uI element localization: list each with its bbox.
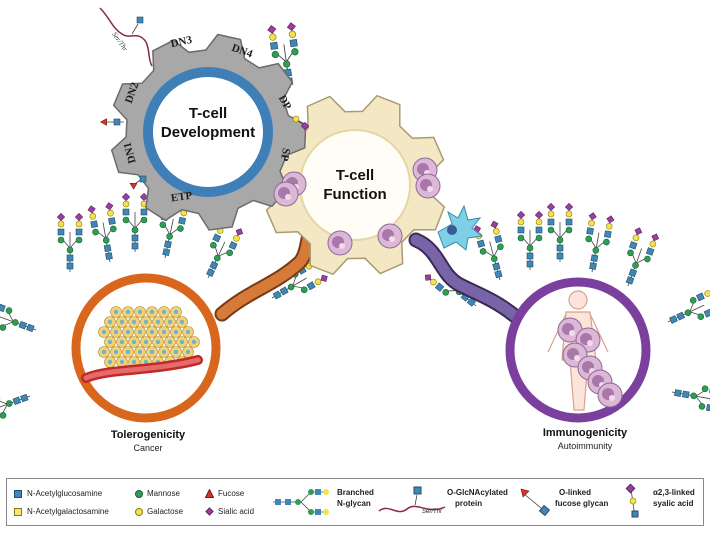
- stage-etp: ETP: [170, 190, 193, 205]
- legend-mannose: Mannose: [147, 489, 180, 498]
- cancer-cell-nucleus: [101, 329, 107, 335]
- cancer-cell-nucleus: [149, 309, 155, 315]
- cancer-cell-nucleus: [161, 329, 167, 335]
- cancer-cell-nucleus: [137, 349, 143, 355]
- cancer-cell-nucleus: [125, 349, 131, 355]
- cancer-cell-nucleus: [119, 359, 125, 365]
- cancer-cell-nucleus: [185, 349, 191, 355]
- mannose-icon: [135, 490, 143, 498]
- galactose-icon: [135, 508, 143, 516]
- cancer-cell-nucleus: [143, 359, 149, 365]
- legend-glcnac: N-Acetylglucosamine: [27, 489, 103, 498]
- cancer-cell-nucleus: [137, 329, 143, 335]
- cancer-cell-nucleus: [113, 329, 119, 335]
- cancer-cell-nucleus: [155, 319, 161, 325]
- legend-a23-line1: α2,3-linked: [653, 488, 695, 497]
- gear-side-glycans: [100, 115, 309, 190]
- cancer-cell-nucleus: [137, 309, 143, 315]
- development-gear-text: T-cell Development DN3 DN4 DN2 DP DN1 SP…: [122, 34, 294, 205]
- cancer-cell-nucleus: [107, 339, 113, 345]
- cancer-cell-nucleus: [143, 339, 149, 345]
- cancer-cell-nucleus: [143, 319, 149, 325]
- cancer-cell-nucleus: [113, 309, 119, 315]
- legend-oglcnac-line2: protein: [455, 499, 483, 508]
- cancer-cell-nucleus: [191, 339, 197, 345]
- glcnac-icon: [14, 490, 22, 498]
- legend-olinked-line1: O-linked: [559, 488, 592, 497]
- cancer-cell-nucleus: [173, 349, 179, 355]
- cancer-cell-nucleus: [179, 339, 185, 345]
- cancer-cell-nucleus: [131, 319, 137, 325]
- cancer-cell-nucleus: [167, 319, 173, 325]
- legend-galactose: Galactose: [147, 507, 184, 516]
- cancer-cell-nucleus: [131, 339, 137, 345]
- legend-a23-line2: syalic acid: [653, 499, 694, 508]
- branched-glycan-icon: [273, 489, 329, 515]
- legend-box: N-Acetylglucosamine N-Acetylgalactosamin…: [6, 478, 704, 526]
- cancer-cell-nucleus: [179, 319, 185, 325]
- cancer-cell-nucleus: [107, 359, 113, 365]
- cancer-cell-nucleus: [107, 319, 113, 325]
- function-title-line2: Function: [323, 186, 386, 203]
- legend-fucose: Fucose: [218, 489, 245, 498]
- dendritic-cell: [437, 204, 484, 251]
- development-title-line1: T-cell: [189, 105, 227, 122]
- cancer-cell-nucleus: [173, 329, 179, 335]
- cancer-cell-nucleus: [119, 319, 125, 325]
- tolerogenicity-subtitle: Cancer: [133, 443, 162, 453]
- a23-sialic-icon: [625, 483, 639, 518]
- legend-olinked-line2: fucose glycan: [555, 499, 609, 508]
- oglcnac-protein-icon: [378, 486, 446, 513]
- ser-thr-label-legend: Ser/Thr: [422, 509, 443, 515]
- immune-cell: [597, 382, 623, 408]
- function-gear-text: T-cell Function: [323, 167, 386, 203]
- stage-dn3: DN3: [170, 34, 194, 50]
- stage-dn1: DN1: [122, 141, 139, 165]
- immunogenicity-title: Immunogenicity: [543, 427, 628, 439]
- ser-thr-label-top: Ser/Thr: [110, 31, 129, 53]
- cancer-cell-nucleus: [161, 309, 167, 315]
- cancer-cell-nucleus: [101, 349, 107, 355]
- oglcnac-protein-top: [99, 7, 153, 67]
- immunogenicity-subtitle: Autoimmunity: [558, 441, 613, 451]
- olinked-fucose-icon: [520, 488, 551, 517]
- cancer-cell-nucleus: [125, 329, 131, 335]
- cancer-cell-nucleus: [173, 309, 179, 315]
- legend-sialic: Sialic acid: [218, 507, 255, 516]
- cancer-cell-nucleus: [119, 339, 125, 345]
- cancer-cell-nucleus: [167, 339, 173, 345]
- cancer-cell-nucleus: [155, 339, 161, 345]
- cancer-cell-nucleus: [161, 349, 167, 355]
- cancer-cell-nucleus: [131, 359, 137, 365]
- cancer-cell-nucleus: [149, 349, 155, 355]
- cancer-cell-nucleus: [113, 349, 119, 355]
- fucose-icon: [205, 489, 214, 498]
- immunogenicity-circle: [505, 277, 651, 423]
- galnac-icon: [14, 508, 22, 516]
- development-gear: [110, 33, 307, 231]
- sialic-icon: [205, 507, 214, 516]
- stage-sp: SP: [278, 147, 292, 162]
- cancer-cell-nucleus: [149, 329, 155, 335]
- legend-galnac: N-Acetylgalactosamine: [27, 507, 109, 516]
- function-title-line1: T-cell: [336, 167, 374, 184]
- legend-branched-line1: Branched: [337, 488, 374, 497]
- tolerogenicity-circle: [71, 273, 221, 423]
- legend-branched-line2: N-glycan: [337, 499, 371, 508]
- legend-oglcnac-line1: O-GlcNAcylated: [447, 488, 508, 497]
- development-title-line2: Development: [161, 124, 255, 141]
- cancer-cell-nucleus: [185, 329, 191, 335]
- chain-purple: [408, 232, 523, 324]
- tolerogenicity-title: Tolerogenicity: [111, 429, 186, 441]
- cancer-cell-nucleus: [125, 309, 131, 315]
